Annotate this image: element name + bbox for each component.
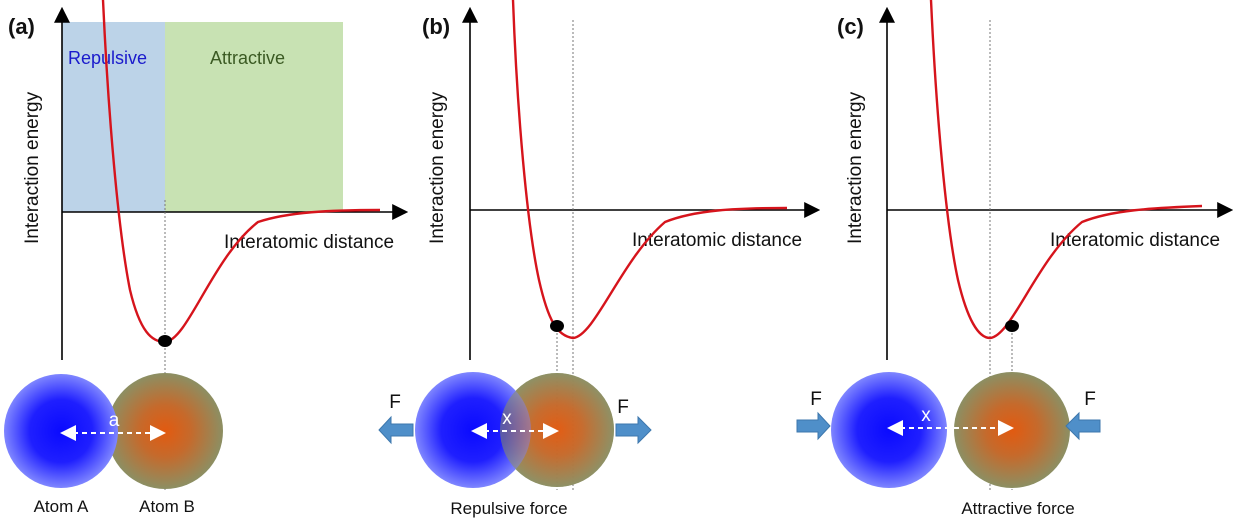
caption: Repulsive force [450, 499, 567, 518]
atom-a-label: Atom A [34, 497, 89, 516]
x-axis-label: Interatomic distance [224, 232, 394, 253]
state-point [158, 335, 172, 347]
atom-a [831, 372, 947, 488]
y-axis-label: Interaction energy [22, 91, 43, 244]
panel-label: (a) [8, 14, 35, 39]
panel-a-diagram: Repulsive Attractive (a) Interaction ene… [4, 0, 409, 516]
force-label-right: F [1084, 389, 1096, 410]
energy-curve [511, 0, 788, 340]
y-axis-label: Interaction energy [427, 91, 448, 244]
x-axis-label: Interatomic distance [632, 230, 802, 251]
force-arrow-icon [378, 415, 414, 445]
separation-label: x [502, 408, 512, 429]
panel-c-diagram: (c) Interaction energy Interatomic dista… [796, 0, 1234, 518]
force-arrow-icon [615, 415, 652, 445]
state-point [1005, 320, 1019, 332]
atom-b [954, 372, 1070, 488]
atom-a [4, 374, 118, 488]
repulsive-region [62, 22, 165, 212]
atom-b-overlap [500, 373, 614, 487]
panel-b: (b) Interaction energy Interatomic dista… [378, 0, 830, 522]
force-arrow-icon [1065, 411, 1101, 441]
repulsive-region-label: Repulsive [68, 48, 147, 68]
caption: Attractive force [961, 499, 1074, 518]
force-label-right: F [617, 397, 629, 418]
panel-label: (c) [837, 14, 864, 39]
separation-label: x [921, 405, 931, 426]
panel-label: (b) [422, 14, 450, 39]
panel-a: Repulsive Attractive (a) Interaction ene… [0, 0, 415, 522]
panel-b-diagram: (b) Interaction energy Interatomic dista… [378, 0, 821, 518]
force-label-left: F [389, 392, 401, 413]
force-label-left: F [810, 389, 822, 410]
attractive-region [165, 22, 343, 212]
separation-label: a [109, 410, 120, 431]
atom-b [107, 373, 223, 489]
force-arrow-icon [796, 411, 831, 441]
x-axis-label: Interatomic distance [1050, 230, 1220, 251]
energy-curve [929, 0, 1203, 340]
atom-b-label: Atom B [139, 497, 195, 516]
y-axis-label: Interaction energy [845, 91, 866, 244]
attractive-region-label: Attractive [210, 48, 285, 68]
state-point [550, 320, 564, 332]
panel-c: (c) Interaction energy Interatomic dista… [796, 0, 1249, 522]
